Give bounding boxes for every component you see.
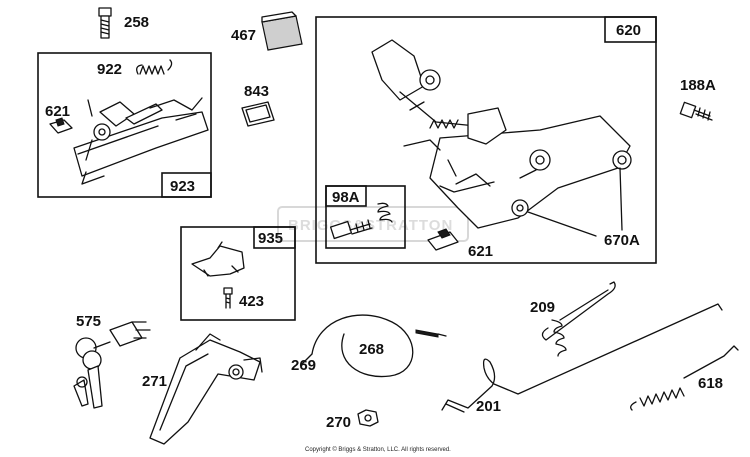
leader-670A bbox=[527, 167, 623, 237]
label-922: 922 bbox=[97, 61, 122, 78]
label-271: 271 bbox=[142, 373, 167, 390]
assembly-923-box bbox=[37, 52, 212, 198]
label-935: 935 bbox=[258, 230, 283, 247]
label-98A: 98A bbox=[332, 189, 360, 206]
label-270: 270 bbox=[326, 414, 351, 431]
label-269: 269 bbox=[291, 357, 316, 374]
assembly-935-box bbox=[180, 226, 296, 321]
label-201: 201 bbox=[476, 398, 501, 415]
part-621-switch-a[interactable] bbox=[49, 117, 73, 134]
part-621-switch-b[interactable] bbox=[427, 228, 459, 251]
assembly-620-box bbox=[315, 16, 657, 264]
label-575: 575 bbox=[76, 313, 101, 330]
part-618-spring[interactable] bbox=[630, 345, 739, 411]
label-843: 843 bbox=[244, 83, 269, 100]
label-258: 258 bbox=[124, 14, 149, 31]
label-188A: 188A bbox=[680, 77, 716, 94]
label-467: 467 bbox=[231, 27, 256, 44]
part-271-lever[interactable] bbox=[149, 333, 263, 445]
label-621-b: 621 bbox=[468, 243, 493, 260]
label-423: 423 bbox=[239, 293, 264, 310]
part-268-cable[interactable] bbox=[301, 314, 447, 378]
watermark: BRIGGS&STRATTON bbox=[277, 206, 469, 242]
part-209-spring[interactable] bbox=[541, 281, 616, 357]
part-423-screw[interactable] bbox=[223, 287, 233, 309]
part-935-bracket[interactable] bbox=[191, 241, 245, 277]
label-268: 268 bbox=[359, 341, 384, 358]
copyright-text: Copyright © Briggs & Stratton, LLC. All … bbox=[305, 446, 451, 453]
label-620: 620 bbox=[616, 22, 641, 39]
part-922-spring[interactable] bbox=[136, 59, 173, 75]
part-98A-screw-spring[interactable] bbox=[329, 202, 393, 240]
label-670A: 670A bbox=[604, 232, 640, 249]
label-209: 209 bbox=[530, 299, 555, 316]
watermark-text: BRIGGS&STRATTON bbox=[288, 217, 453, 234]
label-923: 923 bbox=[170, 178, 195, 195]
part-843-bushing[interactable] bbox=[241, 101, 275, 127]
part-270-nut[interactable] bbox=[357, 409, 379, 427]
part-620-control-plate[interactable] bbox=[371, 39, 632, 229]
label-618: 618 bbox=[698, 375, 723, 392]
part-575-ignition-switch[interactable] bbox=[73, 321, 151, 409]
part-201-rod[interactable] bbox=[441, 303, 723, 413]
part-923-bracket[interactable] bbox=[73, 97, 209, 185]
part-258-bolt[interactable] bbox=[98, 7, 112, 39]
label-621-a: 621 bbox=[45, 103, 70, 120]
assembly-98A-box bbox=[325, 185, 406, 249]
part-188A-bolt[interactable] bbox=[679, 101, 713, 121]
part-467-cap[interactable] bbox=[261, 11, 303, 51]
